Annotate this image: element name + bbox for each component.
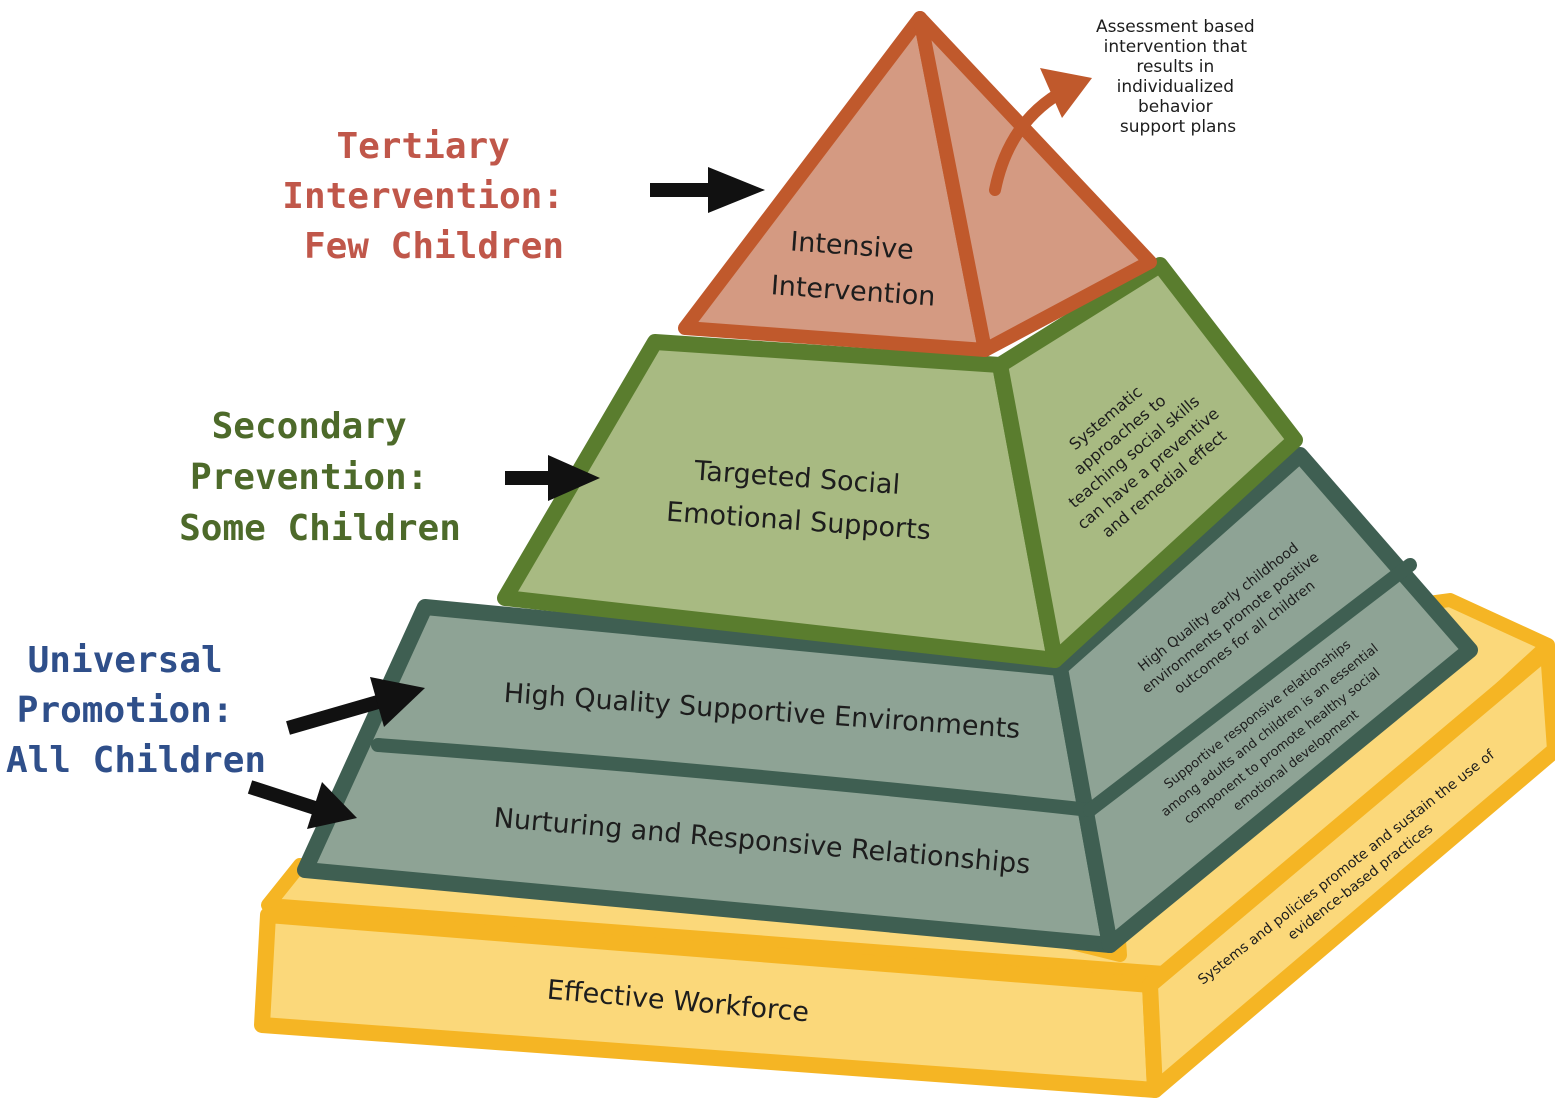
universal-label: Universal Promotion: All Children (6, 640, 266, 781)
secondary-label-line1: Secondary (212, 406, 407, 447)
assessment-note-line2: intervention that (1104, 37, 1248, 57)
tier-secondary-side (992, 257, 1303, 668)
secondary-label-line2: Prevention: (190, 457, 428, 498)
assessment-note: Assessment based intervention that resul… (1096, 17, 1260, 137)
tier-universal-side-divider (1083, 558, 1417, 817)
base-platform-side (1142, 642, 1555, 1098)
environments-pointer-arrow (286, 677, 425, 735)
category-labels: Tertiary Intervention: Few Children Seco… (6, 126, 585, 781)
tier-universal (297, 447, 1478, 953)
relationships-pointer-arrow (247, 780, 357, 829)
assessment-note-line5: behavior (1138, 97, 1213, 117)
tertiary-pointer-arrow (650, 167, 765, 213)
secondary-label-line3: Some Children (179, 508, 461, 549)
universal-label-line1: Universal (28, 640, 223, 681)
tier-universal-side (1052, 447, 1478, 953)
assessment-arrow-head (1040, 68, 1092, 118)
secondary-pointer-arrow (505, 455, 600, 501)
tertiary-label-line3: Few Children (304, 226, 564, 267)
tertiary-label: Tertiary Intervention: Few Children (282, 126, 585, 267)
universal-label-line3: All Children (6, 740, 266, 781)
secondary-label: Secondary Prevention: Some Children (179, 406, 461, 549)
pointer-arrows (247, 167, 765, 829)
tier-tertiary-side (913, 11, 1157, 357)
assessment-note-line3: results in (1136, 57, 1214, 77)
assessment-note-line4: individualized (1117, 77, 1234, 97)
tertiary-label-line2: Intervention: (282, 176, 564, 217)
tier-secondary (497, 257, 1303, 668)
assessment-note-line6: support plans (1120, 117, 1236, 137)
assessment-note-line1: Assessment based (1096, 17, 1255, 37)
tertiary-label-line1: Tertiary (336, 126, 509, 167)
tier-secondary-front (497, 334, 1063, 668)
tier-universal-divider (371, 738, 1097, 817)
universal-label-line2: Promotion: (17, 690, 234, 731)
tier-tertiary (678, 11, 1157, 357)
